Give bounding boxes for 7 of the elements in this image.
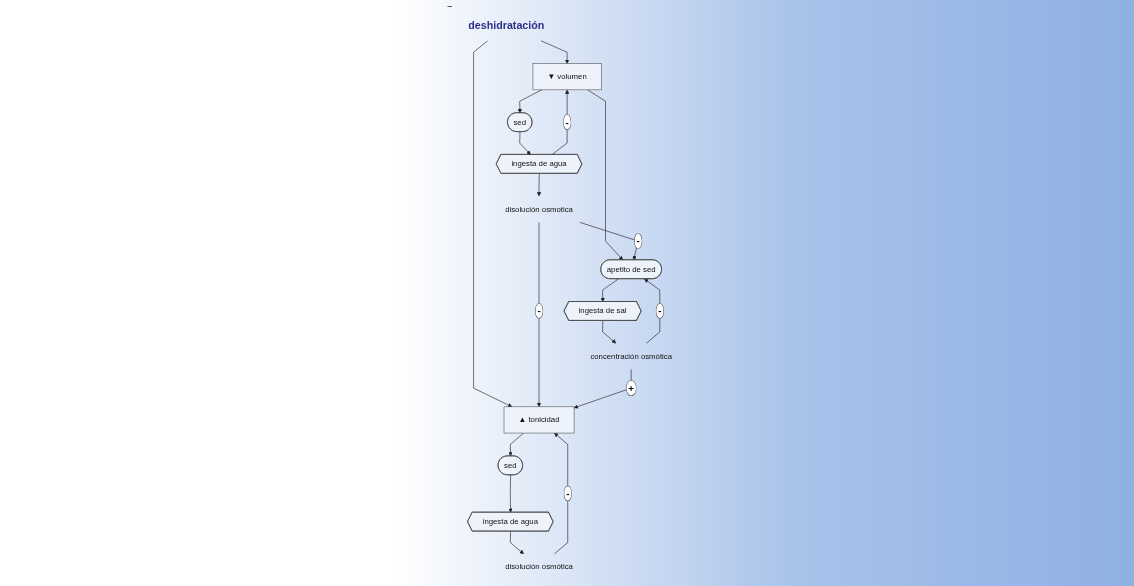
edge-label: -	[636, 235, 640, 247]
edge-label: +	[628, 382, 635, 394]
edge-label: -	[658, 305, 662, 317]
edge-label: -	[537, 305, 541, 317]
edge-label: -	[565, 116, 569, 128]
edge-label: -	[566, 488, 570, 499]
node-text: deshidratación	[468, 19, 545, 32]
